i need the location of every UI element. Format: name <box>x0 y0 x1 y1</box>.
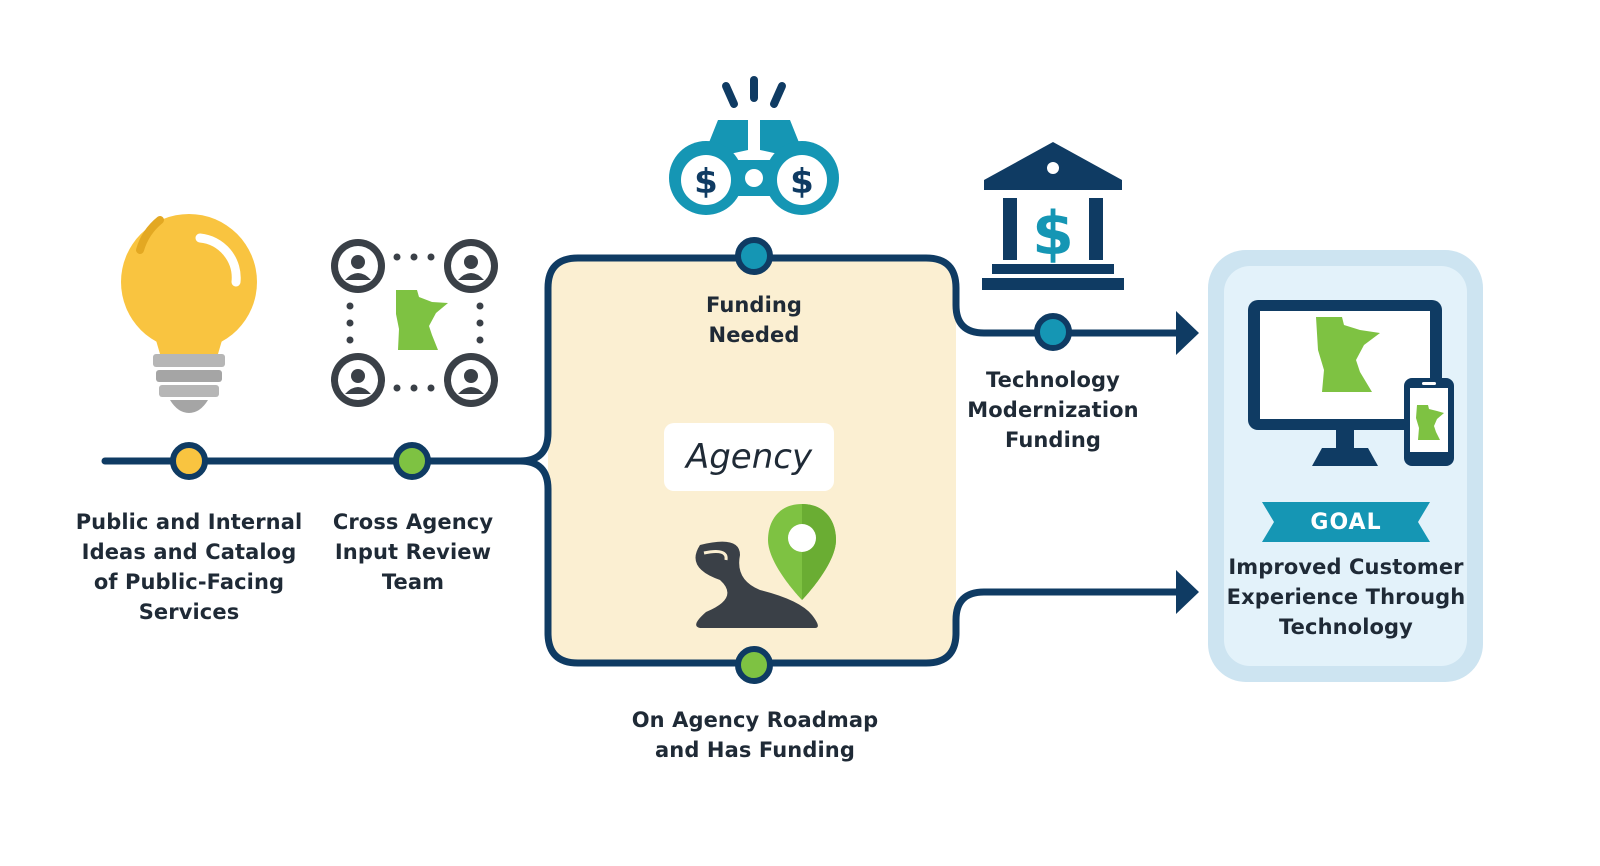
label-goal: Improved Customer Experience Through Tec… <box>1226 555 1466 639</box>
binoculars-dollar-icon: $ $ <box>669 76 839 215</box>
svg-text:$: $ <box>1032 199 1074 269</box>
road-map-pin-icon <box>695 504 836 628</box>
svg-text:$: $ <box>694 162 718 202</box>
arrow-head-bottom <box>1176 570 1199 614</box>
agency-label: Agency <box>664 423 834 491</box>
node-tech-funding <box>1034 313 1072 351</box>
node-review <box>393 442 431 480</box>
arrow-head-top <box>1176 311 1199 355</box>
label-roadmap: On Agency Roadmap and Has Funding <box>631 708 879 762</box>
node-ideas <box>170 442 208 480</box>
label-funding-needed: Funding Needed <box>705 293 803 347</box>
bank-dollar-icon: $ <box>982 142 1124 290</box>
goal-ribbon <box>1262 502 1430 542</box>
label-review: Cross Agency Input Review Team <box>332 510 494 594</box>
label-tech-funding: Technology Modernization Funding <box>967 368 1139 452</box>
monitor-phone-icon <box>1248 300 1454 466</box>
label-ideas: Public and Internal Ideas and Catalog of… <box>75 510 303 624</box>
light-bulb-icon <box>121 214 257 413</box>
goal-tag: GOAL <box>1310 509 1382 535</box>
node-roadmap <box>735 646 773 684</box>
node-funding-needed <box>735 237 773 275</box>
team-network-icon <box>331 239 498 407</box>
svg-text:$: $ <box>790 162 814 202</box>
